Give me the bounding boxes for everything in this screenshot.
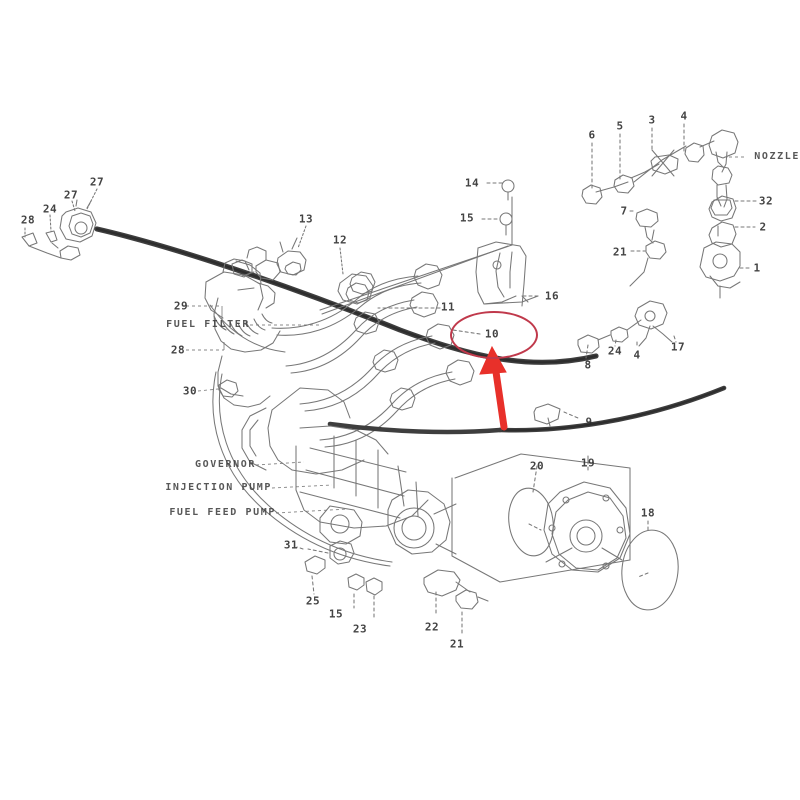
callout-11: 11 [440, 300, 456, 314]
callout-30: 30 [182, 384, 198, 398]
callout-27b: 27 [89, 175, 105, 189]
annotation-arrow-group [479, 345, 508, 431]
callout-24b: 24 [607, 344, 623, 358]
label-fuel-filter: FUEL FILTER [166, 319, 250, 330]
callout-12: 12 [332, 233, 348, 247]
callout-25: 25 [305, 594, 321, 608]
callout-6: 6 [588, 128, 596, 142]
callout-23: 23 [352, 622, 368, 636]
label-injection-pump: INJECTION PUMP [165, 482, 272, 493]
callout-3: 3 [648, 113, 656, 127]
callout-17: 17 [670, 340, 686, 354]
callout-5: 5 [616, 119, 624, 133]
callout-19: 19 [580, 456, 596, 470]
callout-9: 9 [585, 415, 593, 429]
callout-31: 31 [283, 538, 299, 552]
callout-27: 27 [63, 188, 79, 202]
callout-1: 1 [753, 261, 761, 275]
callout-28: 28 [20, 213, 36, 227]
callout-21: 21 [612, 245, 628, 259]
callout-28b: 28 [170, 343, 186, 357]
callout-10-highlighted: 10 [484, 327, 500, 341]
callout-4: 4 [680, 109, 688, 123]
label-governor: GOVERNOR [195, 459, 256, 470]
label-nozzle: NOZZLE [754, 151, 800, 162]
label-fuel-feed-pump: FUEL FEED PUMP [169, 507, 276, 518]
callout-32: 32 [758, 194, 774, 208]
callout-8: 8 [584, 358, 592, 372]
callout-15b: 15 [328, 607, 344, 621]
callout-29: 29 [173, 299, 189, 313]
callout-2: 2 [759, 220, 767, 234]
callout-20: 20 [529, 459, 545, 473]
callout-21b: 21 [449, 637, 465, 651]
callout-22: 22 [424, 620, 440, 634]
callout-15: 15 [459, 211, 475, 225]
callout-7: 7 [620, 204, 628, 218]
callout-4b: 4 [633, 348, 641, 362]
callout-14: 14 [464, 176, 480, 190]
callout-18: 18 [640, 506, 656, 520]
callout-16: 16 [544, 289, 560, 303]
callout-24: 24 [42, 202, 58, 216]
callout-13: 13 [298, 212, 314, 226]
